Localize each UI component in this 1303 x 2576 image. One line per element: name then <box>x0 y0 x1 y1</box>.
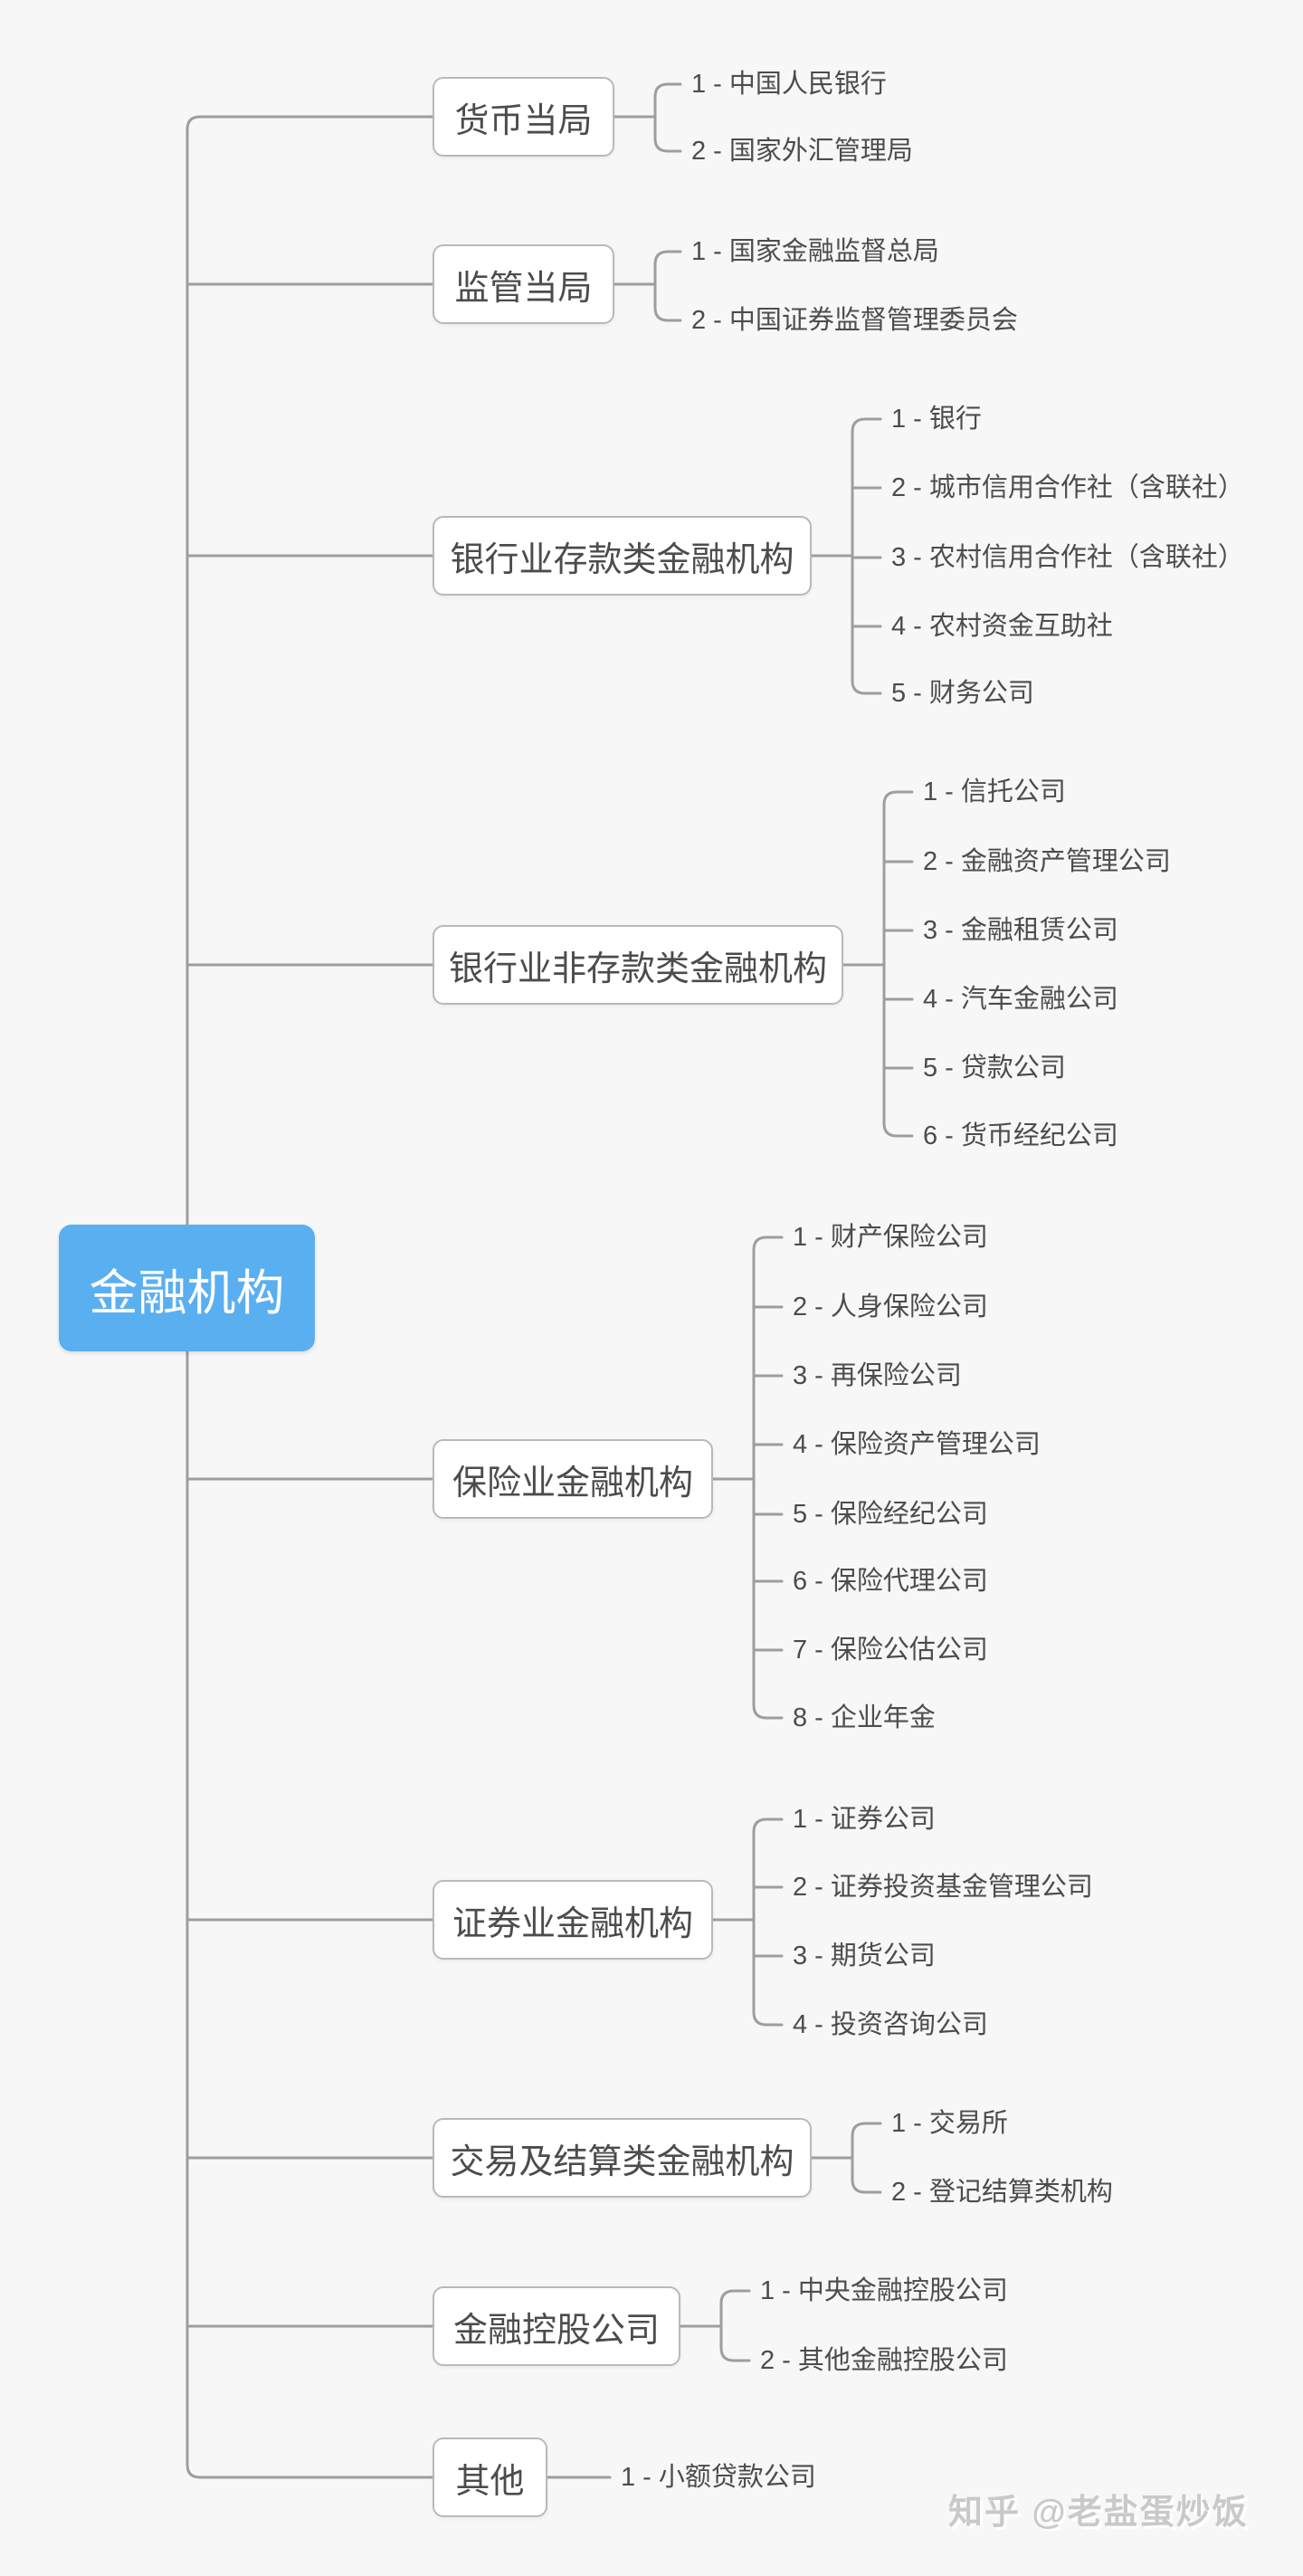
leaf-node: 7 - 保险公估公司 <box>793 1636 988 1665</box>
leaf-node: 4 - 保险资产管理公司 <box>793 1430 1041 1459</box>
leaf-node: 1 - 财产保险公司 <box>793 1223 988 1252</box>
leaf-node: 2 - 登记结算类机构 <box>891 2178 1113 2207</box>
branch-node-banking-deposit-institutions: 银行业存款类金融机构 <box>433 516 812 596</box>
leaf-node: 6 - 保险代理公司 <box>793 1567 988 1596</box>
leaf-node: 1 - 证券公司 <box>793 1805 936 1834</box>
leaf-node: 1 - 小额贷款公司 <box>621 2463 816 2492</box>
leaf-node: 5 - 保险经纪公司 <box>793 1500 988 1529</box>
leaf-node: 2 - 人身保险公司 <box>793 1293 988 1321</box>
leaf-node: 5 - 财务公司 <box>891 679 1034 708</box>
leaf-node: 2 - 证券投资基金管理公司 <box>793 1873 1093 1902</box>
branch-node-other: 其他 <box>433 2438 547 2517</box>
leaf-node: 4 - 农村资金互助社 <box>891 612 1113 641</box>
leaf-node: 1 - 中央金融控股公司 <box>760 2276 1008 2305</box>
leaf-node: 2 - 其他金融控股公司 <box>760 2346 1008 2375</box>
leaf-node: 1 - 信托公司 <box>923 778 1066 806</box>
branch-node-financial-holding-companies: 金融控股公司 <box>433 2286 680 2366</box>
branch-node-trading-settlement-institutions: 交易及结算类金融机构 <box>433 2118 812 2198</box>
leaf-node: 5 - 贷款公司 <box>923 1054 1066 1083</box>
leaf-node: 3 - 农村信用合作社（含联社） <box>891 543 1244 572</box>
leaf-node: 2 - 城市信用合作社（含联社） <box>891 473 1244 502</box>
leaf-node: 2 - 国家外汇管理局 <box>691 137 913 166</box>
leaf-node: 1 - 国家金融监督总局 <box>691 237 939 266</box>
leaf-node: 1 - 中国人民银行 <box>691 70 887 99</box>
leaf-node: 4 - 投资咨询公司 <box>793 2010 988 2039</box>
root-node: 金融机构 <box>59 1225 315 1351</box>
child-bracket <box>752 1236 784 1720</box>
leaf-node: 4 - 汽车金融公司 <box>923 985 1118 1014</box>
child-bracket <box>882 790 914 1138</box>
child-bracket <box>752 1818 784 2027</box>
branch-node-regulatory-authority: 监管当局 <box>433 244 614 324</box>
branch-node-monetary-authority: 货币当局 <box>433 77 614 157</box>
child-bracket <box>653 82 682 153</box>
leaf-node: 3 - 再保险公司 <box>793 1361 962 1390</box>
watermark: 知乎 @老盐蛋炒饭 <box>948 2494 1249 2532</box>
branch-node-securities-institutions: 证券业金融机构 <box>433 1880 713 1960</box>
leaf-node: 6 - 货币经纪公司 <box>923 1121 1118 1150</box>
branch-node-banking-non-deposit-institutions: 银行业非存款类金融机构 <box>433 925 843 1005</box>
branch-node-insurance-institutions: 保险业金融机构 <box>433 1439 713 1519</box>
child-bracket <box>719 2289 751 2362</box>
child-bracket <box>851 2122 882 2194</box>
leaf-node: 3 - 期货公司 <box>793 1942 936 1970</box>
leaf-node: 8 - 企业年金 <box>793 1703 936 1732</box>
leaf-node: 2 - 中国证券监督管理委员会 <box>691 306 1018 335</box>
leaf-node: 1 - 银行 <box>891 405 982 434</box>
leaf-node: 3 - 金融租赁公司 <box>923 916 1118 945</box>
leaf-node: 2 - 金融资产管理公司 <box>923 847 1171 876</box>
child-bracket <box>653 250 682 322</box>
leaf-node: 1 - 交易所 <box>891 2109 1008 2138</box>
